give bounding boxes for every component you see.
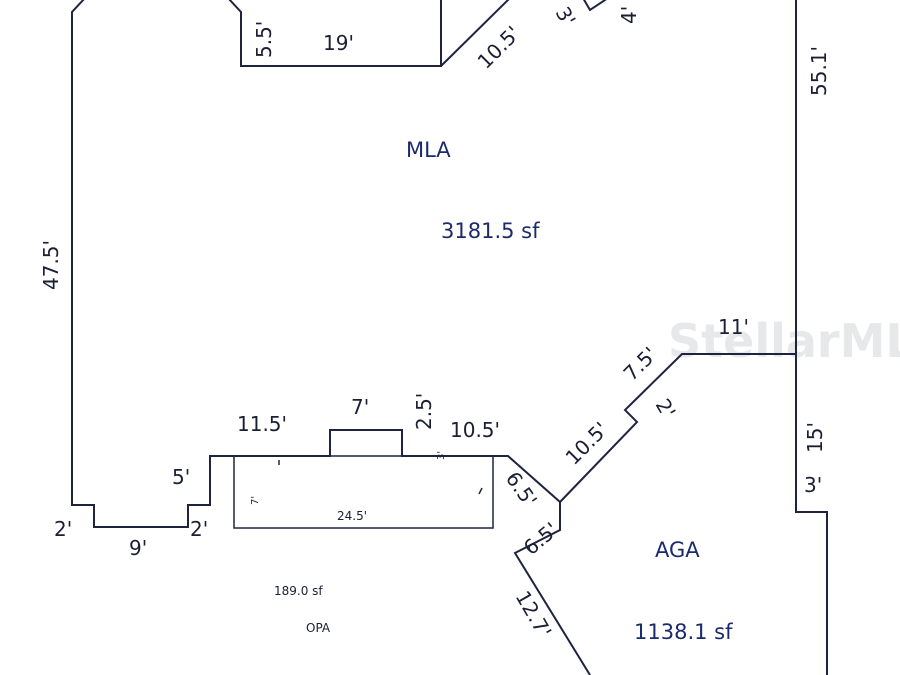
dim-label: 6.5' bbox=[519, 517, 563, 559]
dim-label: 24.5' bbox=[337, 509, 367, 523]
aga-size: 1138.1 sf bbox=[634, 620, 733, 644]
opa-outline bbox=[233, 455, 494, 529]
dim-label: 6.5' bbox=[501, 467, 542, 511]
dim-label: 2' bbox=[54, 517, 72, 541]
top-diagonal-wall bbox=[440, 0, 510, 67]
dim-label: 3' bbox=[804, 473, 822, 497]
dim-label: 15' bbox=[803, 422, 827, 453]
dim-label: 10.5' bbox=[450, 418, 500, 442]
dim-label: 10.5' bbox=[473, 21, 525, 73]
dim-label: 9' bbox=[129, 536, 147, 560]
mla-label: MLA bbox=[406, 138, 451, 162]
dim-label: 7' bbox=[250, 496, 261, 505]
dim-label: 5.5' bbox=[252, 21, 276, 58]
dim-label: 3' bbox=[551, 3, 581, 31]
dim-label: 10.5' bbox=[561, 417, 613, 469]
dim-label: 4' bbox=[617, 6, 641, 24]
dim-label: 47.5' bbox=[39, 240, 63, 290]
dim-label: 12.7' bbox=[511, 587, 557, 642]
garage-divider-wall bbox=[559, 353, 796, 503]
dim-label: 19' bbox=[323, 31, 354, 55]
mla-size: 3181.5 sf bbox=[441, 219, 540, 243]
dim-label: 5' bbox=[172, 465, 190, 489]
opa-size: 189.0 sf bbox=[274, 584, 323, 598]
dim-label: 55.1' bbox=[807, 46, 831, 96]
dim-label: 2.5' bbox=[412, 393, 436, 430]
watermark-text: StellarMLS bbox=[668, 314, 900, 368]
tick-mark bbox=[478, 487, 483, 495]
aga-label: AGA bbox=[655, 538, 700, 562]
right-wall bbox=[795, 0, 828, 675]
dim-label: 11' bbox=[718, 315, 749, 339]
dim-label: 2' bbox=[190, 517, 208, 541]
dim-label: 11.5' bbox=[237, 412, 287, 436]
dim-label: 2' bbox=[651, 395, 681, 423]
dim-label: 7' bbox=[351, 395, 369, 419]
top-bump-outline bbox=[583, 0, 607, 12]
opa-label: OPA bbox=[306, 621, 331, 635]
dim-label: 3' bbox=[436, 451, 447, 460]
mla-outline bbox=[71, 0, 591, 675]
top-notch-outline bbox=[228, 0, 442, 67]
